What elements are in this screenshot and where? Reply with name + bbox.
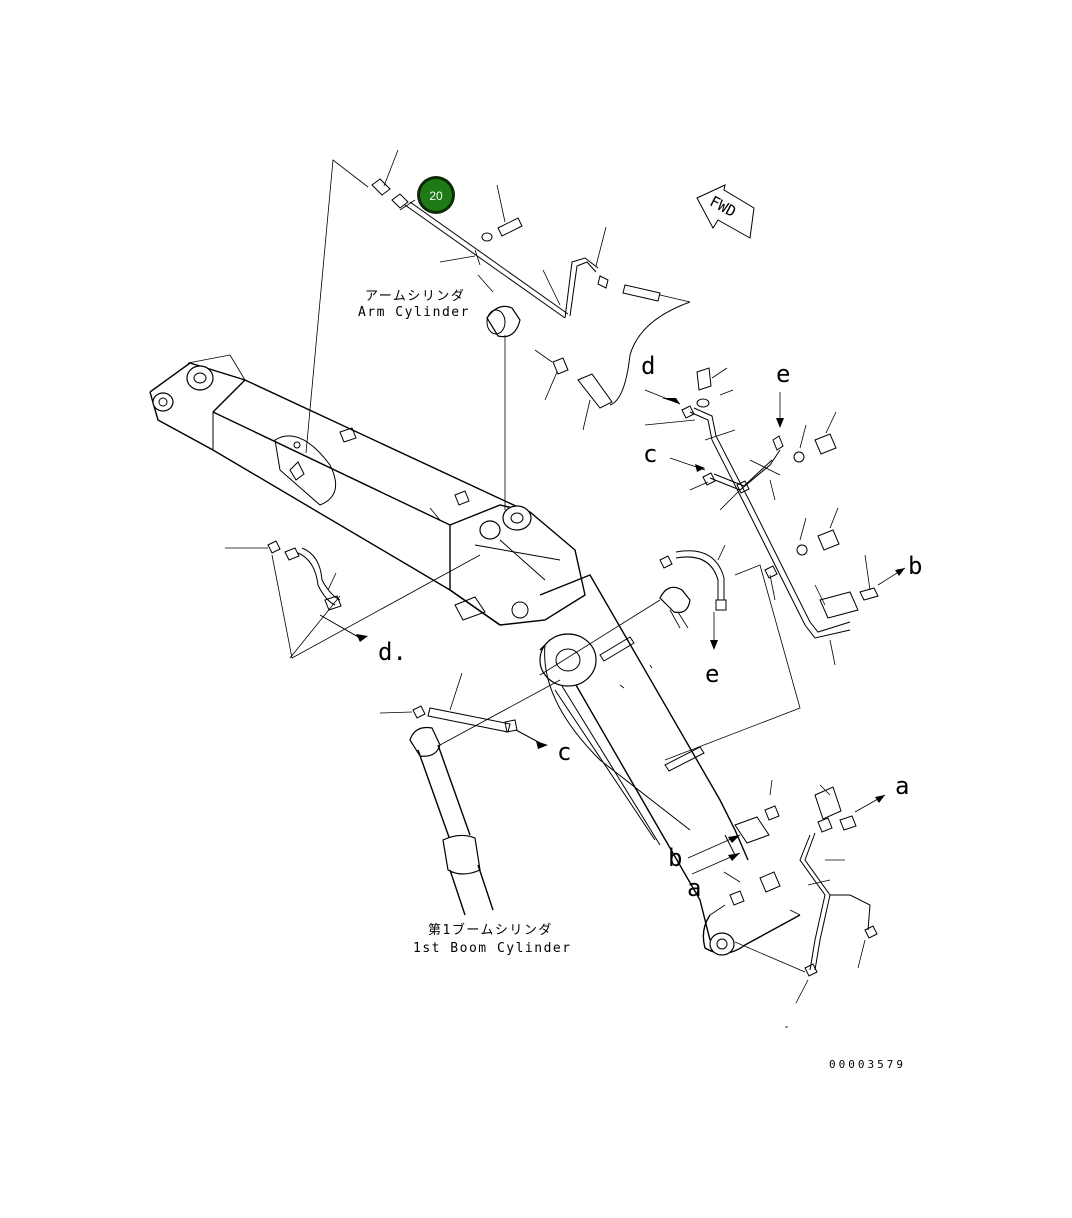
right-tube-assembly bbox=[644, 367, 879, 761]
ref-d-left: d. bbox=[378, 638, 407, 666]
fwd-indicator: FWD bbox=[696, 184, 755, 239]
reference-arrows bbox=[356, 389, 906, 875]
lower-right-tube-assembly bbox=[723, 779, 878, 1028]
ref-c-top: c bbox=[643, 440, 657, 468]
arm-cylinder-label-jp: アームシリンダ bbox=[365, 289, 465, 304]
ref-e-top: e bbox=[776, 360, 790, 388]
ref-a-low: a bbox=[687, 874, 701, 902]
document-number: 00003579 bbox=[829, 1058, 906, 1071]
boom-cylinder-label-jp: 第1ブームシリンダ bbox=[428, 922, 553, 938]
boom-cylinder-label-en: 1st Boom Cylinder bbox=[413, 941, 572, 956]
ref-e-mid: e bbox=[705, 660, 719, 688]
boom-structure bbox=[149, 354, 586, 626]
boom-cylinder-hose bbox=[379, 672, 541, 744]
left-hose bbox=[225, 540, 481, 659]
ref-b-right: b bbox=[908, 552, 922, 580]
ref-b-low: b bbox=[668, 844, 682, 872]
arm-cylinder-hose-assembly bbox=[305, 149, 691, 454]
callout-number: 20 bbox=[429, 189, 443, 203]
first-boom-cylinder bbox=[409, 679, 561, 916]
arm-cylinder-end bbox=[477, 274, 521, 510]
callout-fill bbox=[420, 179, 452, 211]
ref-d-top: d bbox=[641, 352, 655, 380]
second-boom bbox=[539, 574, 801, 956]
arm-cylinder-label-en: Arm Cylinder bbox=[358, 305, 470, 320]
middle-hose bbox=[539, 544, 727, 676]
ref-c-mid: c bbox=[557, 738, 571, 766]
ref-a-right: a bbox=[895, 772, 909, 800]
callout-20[interactable]: 20 bbox=[417, 176, 455, 214]
